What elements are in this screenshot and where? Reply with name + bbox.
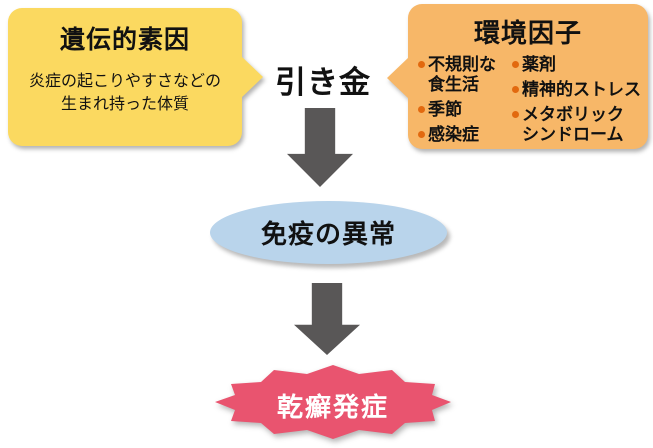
list-item-label: 感染症 <box>428 125 479 146</box>
genetic-factor-description: 炎症の起こりやすさなどの 生まれ持った体質 <box>28 71 221 114</box>
list-item-label: 精神的ストレス <box>522 80 641 101</box>
list-item-label: 季節 <box>428 100 462 121</box>
trigger-label: 引き金 <box>275 65 371 101</box>
psoriasis-onset-label: 乾癬発症 <box>276 393 389 423</box>
bullet-dot-icon <box>512 86 519 94</box>
list-item: 不規則な 食生活 <box>418 55 512 95</box>
list-item: メタボリック シンドローム <box>512 105 644 145</box>
list-item: 季節 <box>418 100 512 120</box>
genetic-factor-box: 遺伝的素因 炎症の起こりやすさなどの 生まれ持った体質 <box>8 8 263 146</box>
immune-abnormality-ellipse: 免疫の異常 <box>210 201 447 264</box>
list-item-label: 不規則な 食生活 <box>428 55 496 96</box>
genetic-factor-title: 遺伝的素因 <box>59 25 190 54</box>
bullet-dot-icon <box>418 61 425 68</box>
environment-list-right: 薬剤 精神的ストレス メタボリック シンドローム <box>512 55 644 150</box>
genetic-factor-box-body: 遺伝的素因 炎症の起こりやすさなどの 生まれ持った体質 <box>8 8 242 146</box>
list-item: 薬剤 <box>512 55 644 75</box>
pointer-left-icon <box>387 57 409 99</box>
environment-factor-title: 環境因子 <box>473 19 582 49</box>
bullet-dot-icon <box>418 131 425 139</box>
pointer-right-icon <box>241 56 263 98</box>
list-item-label: メタボリック シンドローム <box>522 105 624 146</box>
bullet-dot-icon <box>512 111 519 119</box>
environment-list-left: 不規則な 食生活 季節 感染症 <box>418 55 512 150</box>
immune-abnormality-label: 免疫の異常 <box>260 220 396 250</box>
list-item-label: 薬剤 <box>522 55 556 75</box>
bullet-dot-icon <box>418 106 425 114</box>
environment-factor-box: 環境因子 不規則な 食生活 季節 感染症 <box>387 4 648 149</box>
down-arrow-icon <box>287 108 353 187</box>
environment-factor-lists: 不規則な 食生活 季節 感染症 薬剤 <box>408 50 648 150</box>
list-item: 感染症 <box>418 125 512 145</box>
down-arrow-icon <box>294 283 360 355</box>
environment-factor-box-body: 環境因子 不規則な 食生活 季節 感染症 <box>408 4 648 149</box>
bullet-dot-icon <box>512 61 519 68</box>
burst-shape-icon <box>215 365 451 439</box>
list-item: 精神的ストレス <box>512 80 644 100</box>
